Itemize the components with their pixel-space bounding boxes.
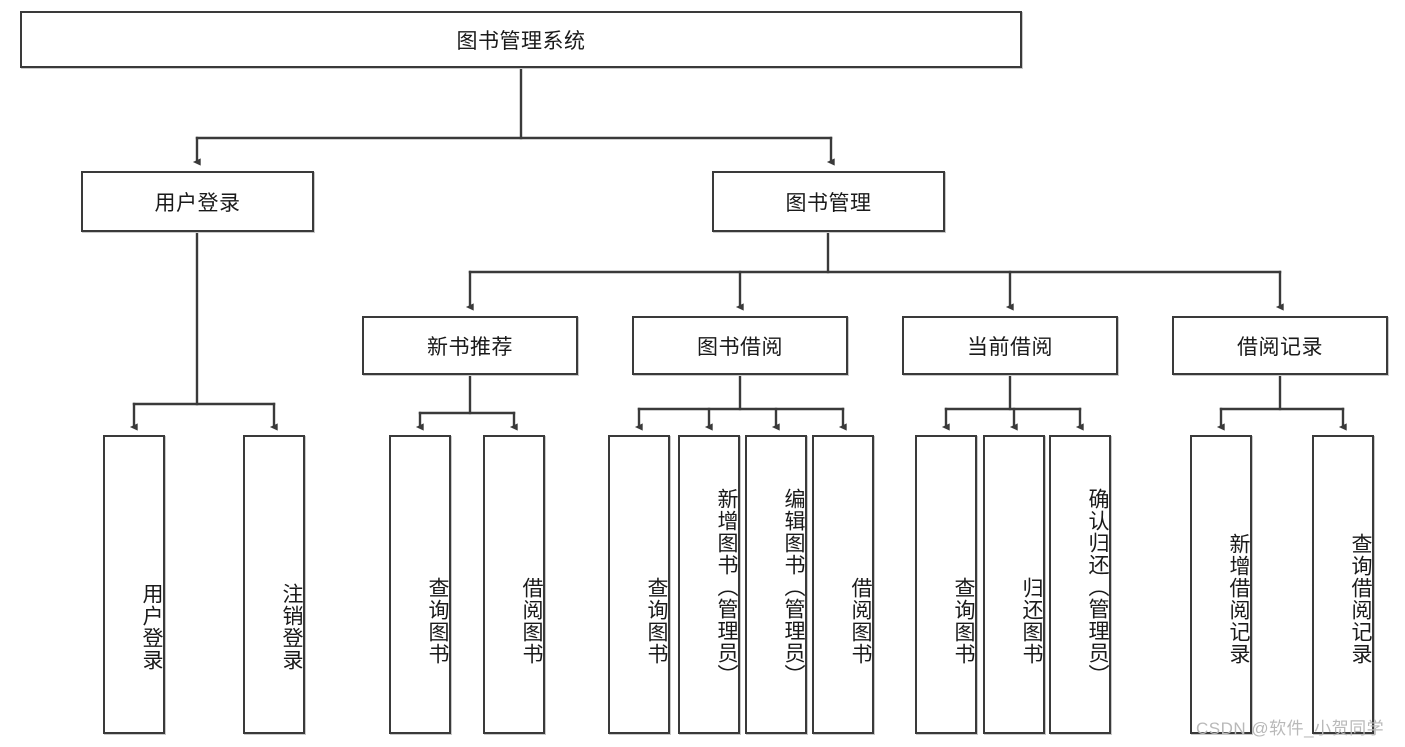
node-leaf-user-logout[interactable]: 注销登录	[243, 435, 305, 734]
node-borrow-record[interactable]: 借阅记录	[1172, 316, 1388, 375]
node-leaf-add-record[interactable]: 新增借阅记录	[1190, 435, 1252, 734]
node-leaf-borrow-book-1-label: 借阅图书	[520, 576, 543, 665]
node-leaf-user-logout-label: 注销登录	[280, 583, 303, 671]
node-leaf-add-record-label: 新增借阅记录	[1227, 532, 1250, 665]
node-borrow-record-label: 借阅记录	[1237, 335, 1323, 359]
node-leaf-add-book[interactable]: 新增图书（管理员）	[678, 435, 740, 734]
node-leaf-query-record[interactable]: 查询借阅记录	[1312, 435, 1374, 734]
node-leaf-add-book-label: 新增图书（管理员）	[715, 488, 738, 686]
node-leaf-edit-book[interactable]: 编辑图书（管理员）	[745, 435, 807, 734]
node-leaf-query-book-1[interactable]: 查询图书	[389, 435, 451, 734]
node-book-manage[interactable]: 图书管理	[712, 171, 945, 232]
node-leaf-edit-book-label: 编辑图书（管理员）	[782, 488, 805, 686]
node-leaf-user-login[interactable]: 用户登录	[103, 435, 165, 734]
node-user-login[interactable]: 用户登录	[81, 171, 314, 232]
node-leaf-return-book-label: 归还图书	[1020, 576, 1043, 665]
node-leaf-borrow-book-2-label: 借阅图书	[849, 576, 872, 665]
csdn-watermark: CSDN @软件_小贺同学	[1196, 719, 1385, 738]
node-book-manage-label: 图书管理	[785, 191, 872, 215]
node-leaf-query-book-1-label: 查询图书	[426, 576, 449, 665]
node-book-borrow-label: 图书借阅	[697, 335, 783, 359]
node-leaf-query-record-label: 查询借阅记录	[1349, 532, 1372, 665]
node-new-book-recommend[interactable]: 新书推荐	[362, 316, 578, 375]
node-current-borrow[interactable]: 当前借阅	[902, 316, 1118, 375]
node-book-borrow[interactable]: 图书借阅	[632, 316, 848, 375]
node-leaf-query-book-3[interactable]: 查询图书	[915, 435, 977, 734]
node-new-book-recommend-label: 新书推荐	[427, 335, 513, 359]
node-leaf-user-login-label: 用户登录	[140, 583, 163, 671]
node-current-borrow-label: 当前借阅	[967, 335, 1053, 359]
node-root[interactable]: 图书管理系统	[20, 11, 1022, 68]
node-leaf-confirm-return-label: 确认归还（管理员）	[1086, 488, 1109, 686]
node-leaf-confirm-return[interactable]: 确认归还（管理员）	[1049, 435, 1111, 734]
node-leaf-query-book-3-label: 查询图书	[952, 576, 975, 665]
node-leaf-return-book[interactable]: 归还图书	[983, 435, 1045, 734]
node-leaf-borrow-book-1[interactable]: 借阅图书	[483, 435, 545, 734]
node-user-login-label: 用户登录	[154, 191, 241, 215]
node-root-label: 图书管理系统	[456, 29, 586, 53]
node-leaf-query-book-2[interactable]: 查询图书	[608, 435, 670, 734]
node-leaf-query-book-2-label: 查询图书	[645, 576, 668, 665]
node-leaf-borrow-book-2[interactable]: 借阅图书	[812, 435, 874, 734]
